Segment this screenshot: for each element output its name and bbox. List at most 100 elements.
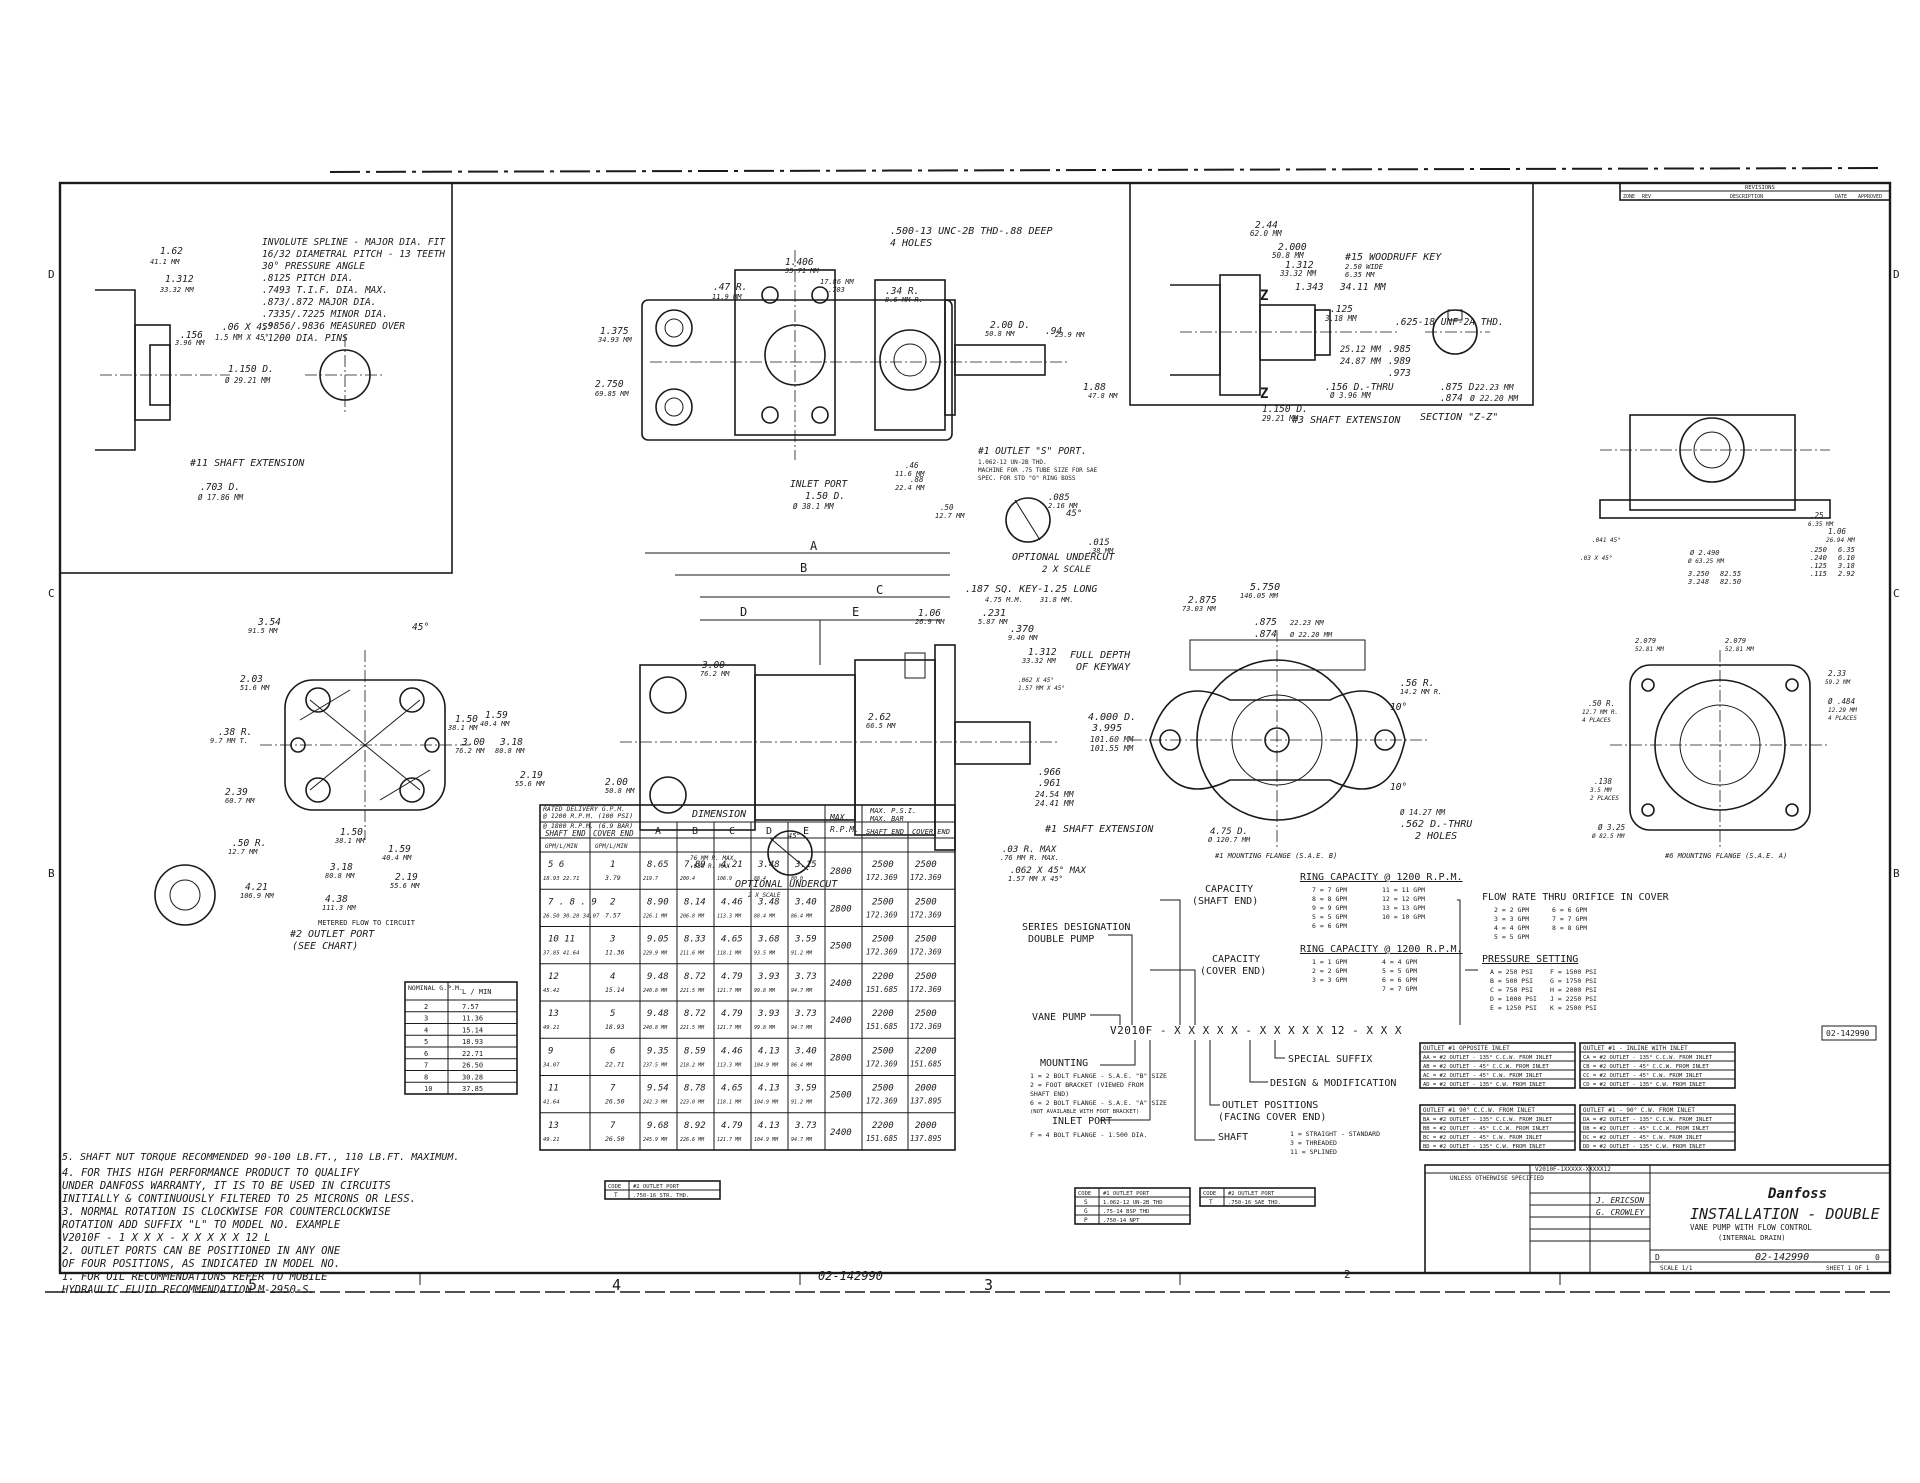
dim-cell: 8.78	[684, 1084, 706, 1094]
svg-text:4.75 M.M.: 4.75 M.M.	[985, 596, 1023, 604]
svg-text:HYDRAULIC FLUID RECOMMENDATION: HYDRAULIC FLUID RECOMMENDATION M-2950-S.	[61, 1284, 315, 1296]
port-table-header: #1 OUTLET PORT	[1103, 1191, 1150, 1197]
svg-text:SHEET 1 OF 1: SHEET 1 OF 1	[1826, 1265, 1870, 1272]
cover-lmin-cell: 15.14	[605, 986, 625, 994]
nominal-lmin-cell: 26.50	[462, 1062, 483, 1070]
svg-text:.50 R.: .50 R.	[232, 838, 266, 849]
outlet-table-row: CC = #2 OUTLET - 45° C.W. FROM INLET	[1583, 1073, 1703, 1079]
dim-cell: 3.48	[757, 897, 780, 907]
nominal-gpm-cell: 7	[424, 1062, 428, 1070]
svg-text:3.96 MM: 3.96 MM	[174, 339, 205, 347]
svg-text:9.7 MM T.: 9.7 MM T.	[210, 737, 248, 745]
svg-text:3.248: 3.248	[1687, 578, 1709, 586]
bar-cover-cell: 172.369	[910, 1022, 942, 1031]
rated-delivery-table: RATED DELIVERY G.P.M. @ 1200 R.P.M. (100…	[539, 804, 956, 1151]
pump-end-view: .500-13 UNC-2B THD-.88 DEEP 4 HOLES 1.40…	[595, 226, 1118, 520]
port-code-cell: S	[1084, 1199, 1088, 1206]
svg-text:80.8 MM: 80.8 MM	[325, 872, 355, 880]
svg-text:MAX. P.S.I.: MAX. P.S.I.	[869, 807, 916, 815]
svg-text:7 = 7 GPM: 7 = 7 GPM	[1312, 886, 1347, 894]
svg-text:B: B	[800, 561, 807, 575]
svg-text:50.8 MM: 50.8 MM	[985, 330, 1015, 338]
dim-mm-cell: 80.0	[791, 876, 803, 882]
svg-text:23.9 MM: 23.9 MM	[1055, 331, 1085, 339]
outer-border	[58, 181, 1892, 1275]
svg-text:.873/.872 MAJOR DIA.: .873/.872 MAJOR DIA.	[262, 297, 376, 308]
nominal-gpm-cell: 4	[424, 1026, 428, 1034]
svg-text:1.50: 1.50	[455, 714, 478, 725]
drawing-title: INSTALLATION - DOUBLE	[1690, 1205, 1880, 1223]
dim-mm-cell: 113.3 MM	[717, 913, 742, 919]
svg-text:26.9 MM: 26.9 MM	[915, 618, 945, 626]
svg-text:4.000 D.: 4.000 D.	[1088, 712, 1136, 723]
svg-text:DESIGN & MODIFICATION: DESIGN & MODIFICATION	[1270, 1078, 1396, 1089]
dim-mm-cell: 121.7 MM	[717, 1137, 742, 1143]
svg-text:22.23 MM: 22.23 MM	[1290, 619, 1325, 627]
port-desc-cell: .750-16 STR. THD.	[633, 1193, 689, 1199]
port-table-header: #2 OUTLET PORT	[1228, 1191, 1275, 1197]
svg-text:.961: .961	[1038, 778, 1061, 789]
svg-text:2.079: 2.079	[1635, 637, 1656, 645]
svg-text:DATE: DATE	[1835, 194, 1847, 200]
svg-text:2.750: 2.750	[595, 379, 624, 390]
svg-text:.125: .125	[1330, 304, 1353, 315]
svg-text:82.50: 82.50	[1720, 578, 1741, 586]
svg-text:SHAFT END): SHAFT END)	[1030, 1090, 1069, 1098]
outlet-table-title: OUTLET #1 OPPOSITE INLET	[1423, 1045, 1510, 1052]
svg-text:3.18: 3.18	[329, 862, 353, 873]
svg-text:A: A	[810, 539, 818, 553]
nominal-lmin-cell: 30.28	[462, 1073, 483, 1081]
svg-text:FULL DEPTH: FULL DEPTH	[1070, 650, 1131, 661]
port-desc-cell: 1.062-12 UN-2B THD	[1103, 1200, 1163, 1206]
svg-text:62.0 MM: 62.0 MM	[1250, 229, 1282, 238]
rpm-cell: 2400	[830, 1128, 852, 1138]
svg-text:34.93 MM: 34.93 MM	[597, 336, 633, 344]
psi-cover-cell: 2000	[915, 1121, 937, 1131]
dim-cell: 3.40	[794, 897, 817, 907]
svg-text:Ø 3.96 MM: Ø 3.96 MM	[1330, 391, 1371, 400]
svg-text:PRESSURE SETTING: PRESSURE SETTING	[1482, 954, 1578, 965]
bar-cover-cell: 172.369	[910, 910, 942, 919]
cover-gpm-cell: 5	[610, 1009, 615, 1019]
svg-text:.966: .966	[1038, 767, 1061, 778]
ring-cover-options: 1 = 1 GPM 2 = 2 GPM 3 = 3 GPM 4 = 4 GPM …	[1312, 958, 1417, 993]
svg-text:10 = 10 GPM: 10 = 10 GPM	[1382, 913, 1425, 921]
svg-text:17.86 MM: 17.86 MM	[820, 278, 855, 286]
model-code-breakdown: V2010F - X X X X X - X X X X X 12 - X X …	[1022, 872, 1670, 1156]
dim-mm-cell: 223.0 MM	[680, 1100, 705, 1106]
psi-cover-cell: 2500	[915, 935, 937, 945]
svg-text:1.50 D.: 1.50 D.	[805, 491, 845, 502]
dim-cell: 3.48	[757, 860, 780, 870]
svg-text:2.39: 2.39	[225, 787, 248, 798]
svg-text:4.21: 4.21	[245, 882, 268, 893]
nominal-lmin-cell: 22.71	[462, 1050, 483, 1058]
dim-cell: 8.14	[684, 897, 706, 907]
svg-text:1.312: 1.312	[1028, 647, 1057, 658]
dim-cell: 9.05	[647, 935, 669, 945]
svg-text:4 PLACES: 4 PLACES	[1582, 717, 1611, 724]
dim-mm-cell: 221.5 MM	[680, 1025, 705, 1031]
svg-text:10°: 10°	[1390, 702, 1407, 713]
cover-lmin-cell: 22.71	[605, 1060, 625, 1068]
svg-text:2. OUTLET PORTS CAN BE POSITIO: 2. OUTLET PORTS CAN BE POSITIONED IN ANY…	[62, 1245, 341, 1257]
svg-text:1.312: 1.312	[1285, 260, 1314, 271]
svg-text:5 = 5 GPM: 5 = 5 GPM	[1494, 933, 1529, 941]
top-scan-edge	[329, 167, 1881, 173]
dim-mm-cell: 237.5 MM	[643, 1062, 668, 1068]
shaft-gpm-cell: 13	[548, 1009, 559, 1019]
outlet-table-row: AB = #2 OUTLET - 45° C.C.W. FROM INLET	[1423, 1064, 1550, 1070]
svg-text:.562 D.-THRU: .562 D.-THRU	[1400, 819, 1473, 830]
svg-text:8 = 8 GPM: 8 = 8 GPM	[1312, 895, 1347, 903]
svg-text:ZONE: ZONE	[1623, 194, 1635, 200]
svg-text:12.29 MM: 12.29 MM	[1828, 707, 1857, 714]
svg-text:Ø 22.20 MM: Ø 22.20 MM	[1470, 393, 1519, 403]
svg-text:24.54 MM: 24.54 MM	[1035, 790, 1075, 799]
svg-text:1.50: 1.50	[340, 827, 363, 838]
title-block: UNLESS OTHERWISE SPECIFIED V2010F-1XXXXX…	[1424, 1164, 1891, 1274]
nominal-gpm-cell: 6	[424, 1050, 428, 1058]
svg-text:.88: .88	[910, 475, 924, 484]
cover-lmin-cell: 11.36	[605, 949, 625, 957]
psi-shaft-cell: 2500	[872, 897, 894, 907]
svg-text:SPECIAL SUFFIX: SPECIAL SUFFIX	[1288, 1054, 1372, 1065]
